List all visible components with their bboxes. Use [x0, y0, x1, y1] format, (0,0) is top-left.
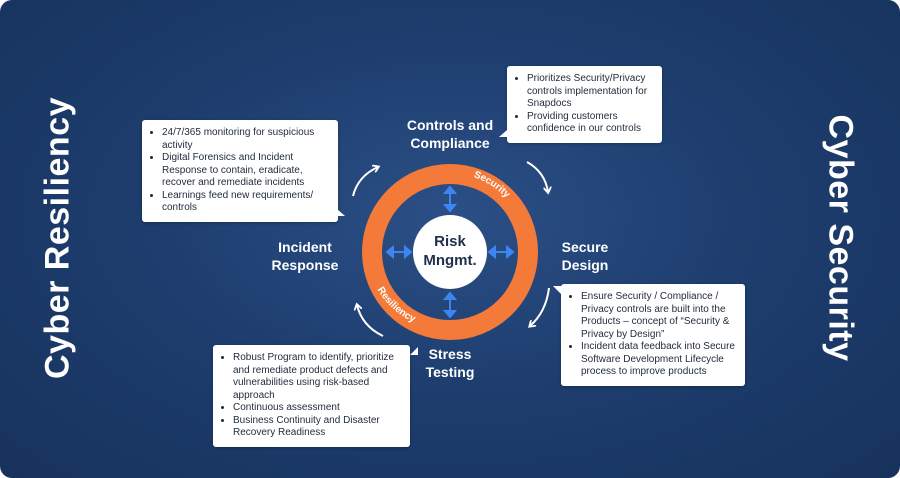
center-line-2: Mngmt.	[423, 252, 477, 269]
cycle-arrow-top-left-icon	[352, 167, 378, 197]
callout-item: Prioritizes Security/Privacy controls im…	[527, 73, 652, 111]
stress-testing-callout: Robust Program to identify, prioritize a…	[213, 345, 418, 447]
orange-ring	[362, 164, 538, 340]
cycle-arrow-bottom-right-icon	[530, 287, 550, 326]
stage-testing-line1: Stress	[428, 346, 472, 362]
stage-controls-line2: Compliance	[410, 135, 490, 151]
secure-design-callout: Ensure Security / Compliance / Privacy c…	[553, 284, 745, 386]
stage-secure-design: Secure Design	[550, 238, 620, 274]
cycle-arrow-top-right-icon	[526, 161, 548, 192]
callout-item: Incident data feedback into Secure Softw…	[581, 341, 735, 379]
stage-controls-compliance: Controls and Compliance	[400, 116, 500, 152]
callout-item: Learnings feed new requirements/ control…	[162, 190, 328, 215]
double-arrow-top-icon	[442, 185, 458, 213]
stage-stress-testing: Stress Testing	[415, 345, 485, 381]
callout-item: Providing customers confidence in our co…	[527, 111, 652, 136]
callout-item: Continuous assessment	[233, 402, 400, 415]
callout-item: Robust Program to identify, prioritize a…	[233, 352, 400, 402]
callout-item: Ensure Security / Compliance / Privacy c…	[581, 291, 735, 341]
stage-design-line2: Design	[561, 257, 609, 273]
stage-incident-line2: Response	[271, 257, 339, 273]
double-arrow-bottom-icon	[442, 291, 458, 319]
double-arrow-right-icon	[487, 244, 515, 260]
incident-response-callout: 24/7/365 monitoring for suspicious activ…	[142, 120, 345, 222]
risk-management-center: Risk Mngmt.	[410, 232, 490, 270]
stage-design-line1: Secure	[561, 239, 609, 255]
stage-controls-line1: Controls and	[406, 117, 494, 133]
callout-item: Digital Forensics and Incident Response …	[162, 152, 328, 190]
controls-compliance-callout: Prioritizes Security/Privacy controls im…	[499, 66, 662, 143]
center-line-1: Risk	[434, 233, 466, 250]
stage-incident-line1: Incident	[278, 239, 332, 255]
double-arrow-left-icon	[385, 244, 413, 260]
callout-item: 24/7/365 monitoring for suspicious activ…	[162, 127, 328, 152]
stage-testing-line2: Testing	[425, 364, 475, 380]
cycle-arrow-bottom-left-icon	[357, 305, 384, 337]
callout-item: Business Continuity and Disaster Recover…	[233, 415, 400, 440]
risk-center-circle	[413, 215, 487, 289]
stage-incident-response: Incident Response	[265, 238, 345, 274]
